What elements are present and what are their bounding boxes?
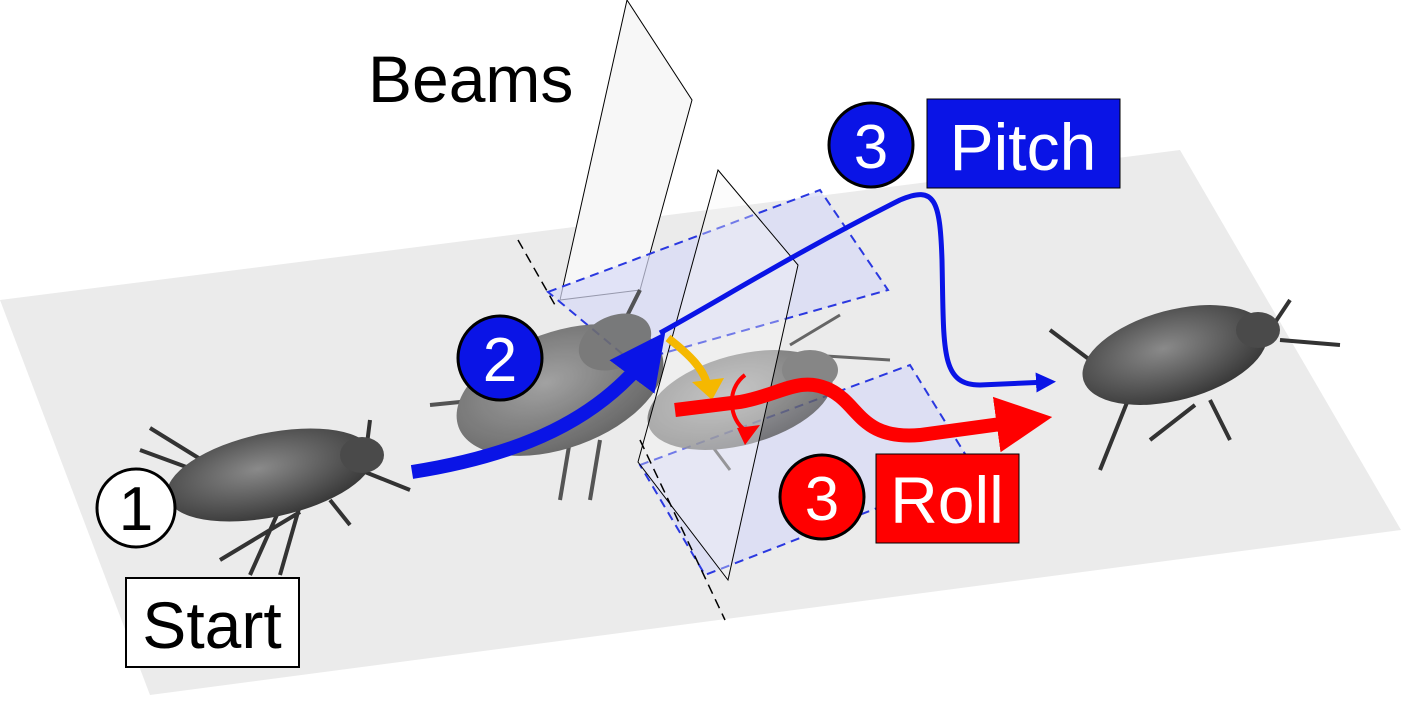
pitch-label: Pitch <box>950 110 1097 184</box>
start-label: Start <box>142 588 281 662</box>
beams-label: Beams <box>368 42 573 116</box>
step1-number: 1 <box>119 475 153 544</box>
approach-arrow <box>410 332 666 479</box>
roll-path <box>674 377 1053 453</box>
pitch-step-number: 3 <box>854 113 888 182</box>
step2-badge: 2 <box>456 314 544 402</box>
start-label-box: Start <box>125 577 300 668</box>
roll-step-number: 3 <box>805 465 839 534</box>
step2-number: 2 <box>483 326 517 395</box>
step1-badge: 1 <box>95 467 177 549</box>
roll-label-box: Roll <box>875 453 1020 544</box>
insect-start <box>139 419 411 576</box>
roll-badge: 3 <box>778 453 866 541</box>
insect-end <box>1048 298 1341 471</box>
roll-label: Roll <box>890 463 1004 537</box>
pitch-label-box: Pitch <box>926 98 1121 189</box>
pitch-path <box>658 192 1056 393</box>
roll-rotation-arrow <box>729 373 747 432</box>
pitch-badge: 3 <box>827 101 915 189</box>
